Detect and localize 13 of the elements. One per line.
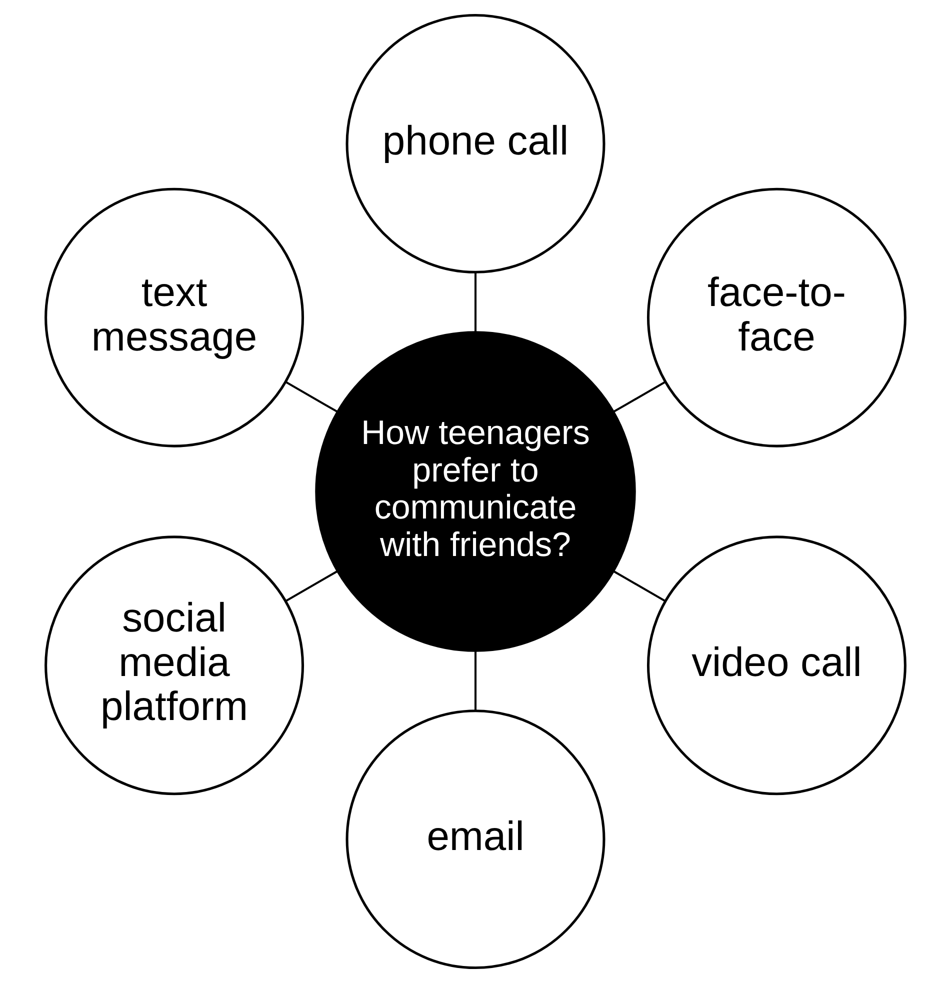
connector xyxy=(284,570,338,602)
connector xyxy=(474,650,476,710)
connector xyxy=(474,272,476,332)
node-circle: email xyxy=(345,710,605,970)
connector xyxy=(612,570,666,602)
node-circle: face-to-face xyxy=(646,188,906,448)
node-circle: text message xyxy=(44,188,304,448)
node-circle: video call xyxy=(646,536,906,796)
node-circle: How teenagers prefer to communicate with friends? xyxy=(314,331,636,652)
connector xyxy=(284,381,338,413)
node-circle: social media platform xyxy=(44,536,304,796)
node-circle: phone call xyxy=(345,14,605,274)
connector xyxy=(612,381,666,413)
